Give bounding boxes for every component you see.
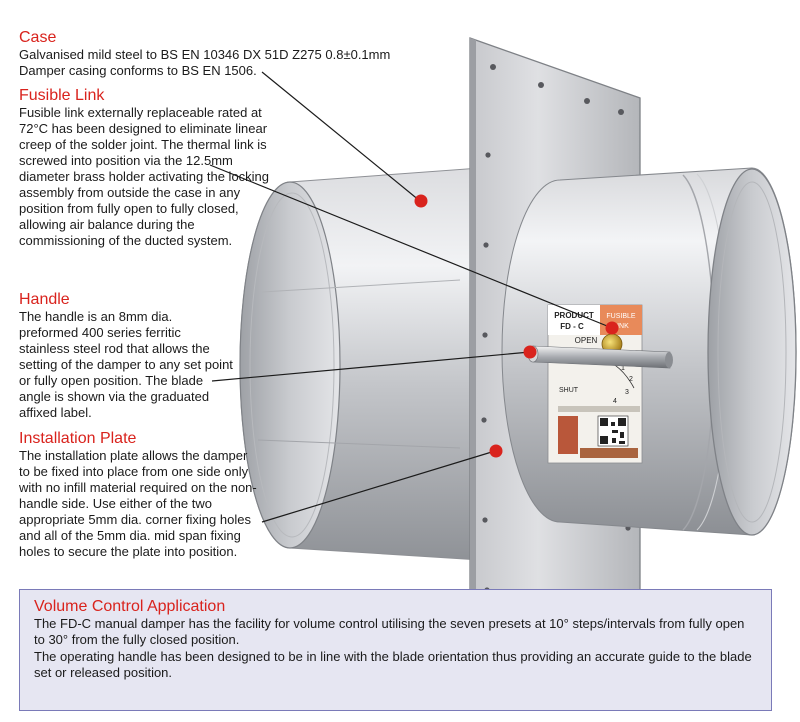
handle-heading: Handle	[19, 291, 70, 308]
label-link-text: LINK	[613, 323, 629, 330]
fusible-link-text: Fusible link externally replaceable rate…	[19, 105, 270, 248]
fusible-marker	[605, 321, 619, 335]
label-scale-2: 2	[629, 376, 633, 383]
pointer-lines	[209, 71, 613, 523]
fusible-link-heading: Fusible Link	[19, 87, 105, 104]
installation-plate-heading: Installation Plate	[19, 430, 137, 447]
installation-plate-section: Installation Plate The installation plat…	[19, 430, 259, 560]
volume-control-para-2: The operating handle has been designed t…	[34, 649, 752, 680]
case-pointer-line	[261, 71, 421, 202]
label-logo-block	[558, 416, 578, 454]
volume-control-para-1: The FD-C manual damper has the facility …	[34, 616, 745, 647]
rear-duct	[239, 167, 481, 561]
label-code-text: FD - C	[560, 322, 584, 331]
volume-control-box: Volume Control Application The FD-C manu…	[19, 589, 772, 711]
label-shut-text: SHUT	[559, 387, 579, 394]
volume-control-heading: Volume Control Application	[34, 598, 226, 615]
case-heading: Case	[19, 29, 57, 46]
label-open-text: OPEN	[575, 336, 598, 345]
label-scale-4: 4	[613, 398, 617, 405]
handle-marker	[523, 345, 537, 359]
label-scale-3: 3	[625, 389, 629, 396]
install-pointer-line	[261, 450, 496, 523]
qr-code-icon	[597, 415, 629, 447]
case-marker	[414, 194, 428, 208]
fusible-link-section: Fusible Link Fusible link externally rep…	[19, 87, 279, 249]
label-product-text: PRODUCT	[554, 311, 594, 320]
label-fusible-text: FUSIBLE	[606, 313, 636, 320]
case-spec-text: Galvanised mild steel to BS EN 10346 DX …	[19, 47, 391, 62]
case-section: Case Galvanised mild steel to BS EN 1034…	[19, 29, 439, 79]
callout-markers	[414, 194, 619, 458]
handle-section: Handle The handle is an 8mm dia. preform…	[19, 291, 234, 421]
case-standard-text: Damper casing conforms to BS EN 1506.	[19, 63, 257, 78]
label-scale-1: 1	[621, 365, 625, 372]
handle-pointer-line	[211, 351, 531, 382]
install-marker	[489, 444, 503, 458]
handle-text: The handle is an 8mm dia. preformed 400 …	[19, 309, 233, 420]
installation-plate-text: The installation plate allows the damper…	[19, 448, 257, 559]
product-label: PRODUCT FD - C FUSIBLE LINK OPEN SHUT 1 …	[547, 304, 643, 464]
fusible-pointer-line	[209, 164, 613, 329]
